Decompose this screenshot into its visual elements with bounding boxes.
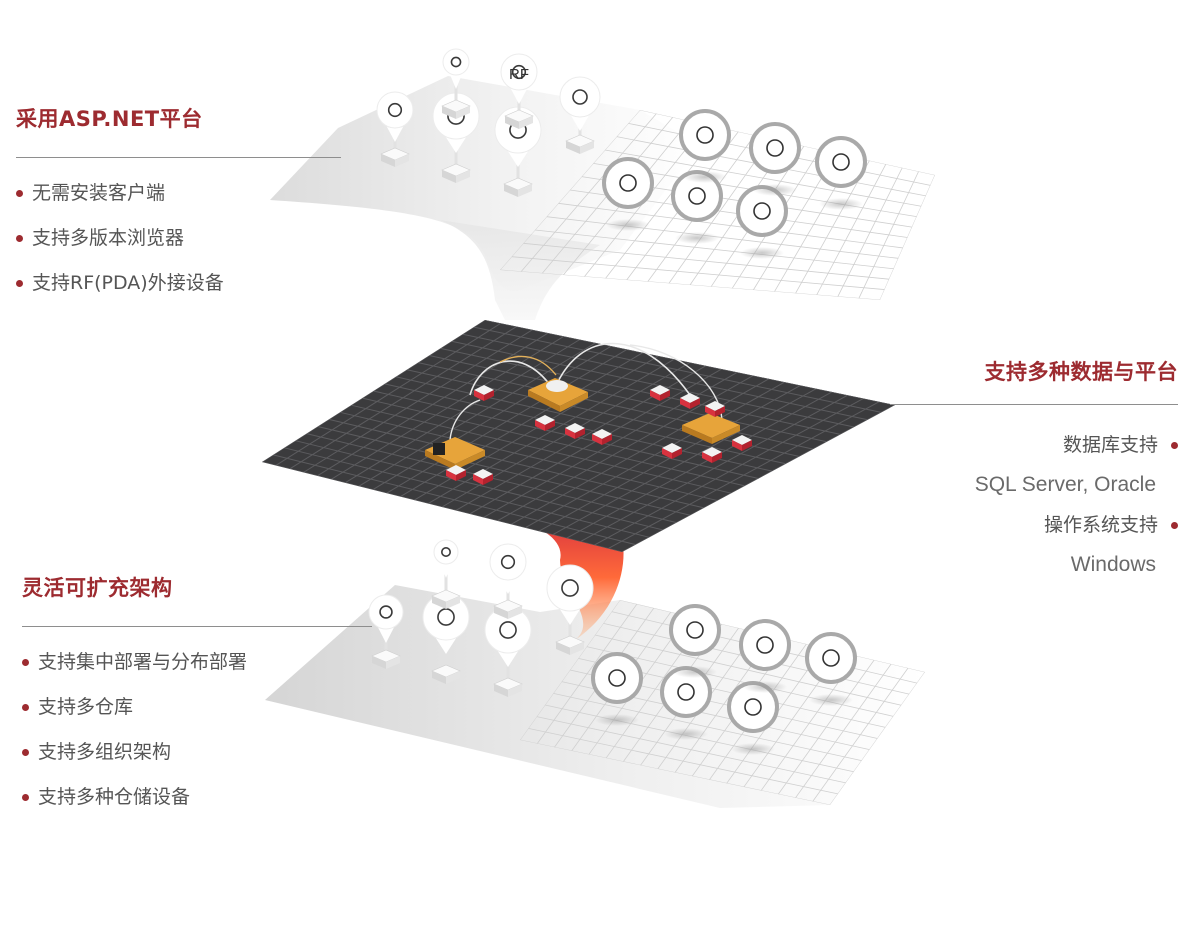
wifi-signal-icon: [739, 619, 791, 671]
bottom-section: 灵活可扩充架构: [22, 572, 173, 602]
device-box: [504, 109, 534, 129]
red-node: [705, 401, 725, 417]
device-box: [441, 99, 471, 119]
middle-plane: [262, 320, 895, 552]
list-item: SQL Server, Oracle: [974, 473, 1156, 496]
list-item: 支持多组织架构: [22, 739, 247, 784]
device-box: [380, 147, 410, 167]
globe-icon: [559, 76, 601, 135]
rf-pin-label: RF: [509, 66, 529, 83]
list-item: Windows: [1070, 553, 1156, 576]
list-item: 数据库支持: [975, 432, 1179, 472]
cloud-icon: [669, 604, 721, 656]
bottom-heading: 灵活可扩充架构: [22, 576, 173, 600]
chart-board-icon: [602, 157, 654, 209]
orange-node-3: [425, 437, 485, 470]
list-item: 操作系统支持: [975, 512, 1179, 552]
red-node: [446, 465, 466, 481]
red-node: [565, 423, 585, 439]
middle-bullet-list: 数据库支持 SQL Server, Oracle 操作系统支持 Windows: [974, 432, 1179, 592]
device-box: [493, 599, 523, 619]
red-node: [732, 435, 752, 451]
device-box: [371, 649, 401, 669]
device-box: [503, 177, 533, 197]
top-plane: [270, 76, 935, 320]
sun-icon: [484, 606, 532, 678]
orange-node-2: [682, 413, 740, 444]
list-item: 支持多仓库: [22, 694, 247, 739]
red-node: [702, 447, 722, 463]
device-box: [431, 664, 461, 684]
bottom-bullet-list: 支持集中部署与分布部署 支持多仓库 支持多组织架构 支持多种仓储设备: [22, 649, 247, 829]
orange-node-1: [528, 378, 588, 412]
device-box: [441, 163, 471, 183]
top-section: 采用ASP.NET平台: [16, 103, 203, 133]
swap-icon: [546, 564, 594, 636]
list-item: 支持多种仓储设备: [22, 784, 247, 829]
top-heading: 采用ASP.NET平台: [16, 107, 203, 131]
fingerprint-icon: [368, 594, 404, 650]
document-icon: [679, 109, 731, 161]
list-item: 支持集中部署与分布部署: [22, 649, 247, 694]
red-node: [473, 469, 493, 485]
list-item: 支持RF(PDA)外接设备: [16, 270, 224, 315]
rf-pin: [500, 53, 538, 110]
cloud-refresh-icon: [376, 91, 414, 148]
red-node: [592, 429, 612, 445]
shield-icon: [749, 122, 801, 174]
middle-heading: 支持多种数据与平台: [984, 360, 1178, 384]
middle-rule: [890, 404, 1178, 405]
top-rule: [16, 157, 341, 158]
red-node: [662, 443, 682, 459]
red-node: [650, 385, 670, 401]
list-item: 支持多版本浏览器: [16, 225, 224, 270]
device-box: [431, 589, 461, 609]
device-box: [493, 677, 523, 697]
middle-section: 支持多种数据与平台: [985, 356, 1179, 386]
red-node: [680, 393, 700, 409]
hand-chart-icon: [591, 652, 643, 704]
top-bullet-list: 无需安装客户端 支持多版本浏览器 支持RF(PDA)外接设备: [16, 180, 224, 315]
device-box: [555, 635, 585, 655]
device-box: [565, 134, 595, 154]
list-item: 无需安装客户端: [16, 180, 224, 225]
red-node: [474, 385, 494, 401]
target-doc-icon: [489, 543, 527, 600]
share-icon: [442, 48, 470, 100]
menu-list-icon: [433, 539, 459, 590]
red-node: [535, 415, 555, 431]
chat-bubbles-icon: [805, 632, 857, 684]
atom-icon: [815, 136, 867, 188]
bottom-rule: [22, 626, 372, 627]
